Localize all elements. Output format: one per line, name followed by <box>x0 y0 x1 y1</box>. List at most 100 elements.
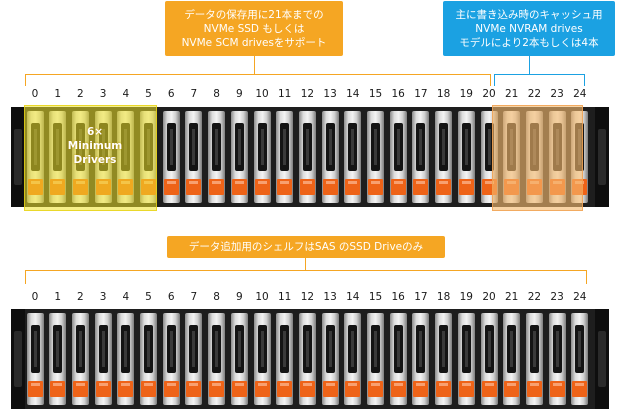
drive-bay[interactable] <box>457 111 475 203</box>
drive-bay[interactable] <box>162 313 180 405</box>
drive-bay[interactable] <box>276 111 294 203</box>
drive-release-latch[interactable] <box>141 381 156 397</box>
drive-bay[interactable] <box>208 313 226 405</box>
drive-bay[interactable] <box>321 313 339 405</box>
drive-release-latch[interactable] <box>345 381 361 397</box>
drive-bay[interactable] <box>389 313 407 405</box>
drive-bay[interactable] <box>367 111 384 203</box>
minimum-label-line: 6× <box>86 126 104 138</box>
drive-release-latch[interactable] <box>118 381 134 397</box>
slot-number: 7 <box>190 291 198 303</box>
drive-bay[interactable] <box>548 313 566 405</box>
drive-handle-slot <box>144 325 153 373</box>
drive-bay[interactable] <box>321 111 339 203</box>
drive-bay[interactable] <box>162 111 180 203</box>
drive-release-latch[interactable] <box>254 179 270 195</box>
drive-bay[interactable] <box>185 313 203 405</box>
drive-bay[interactable] <box>71 313 89 405</box>
drive-release-latch[interactable] <box>549 381 565 397</box>
drive-release-latch[interactable] <box>413 179 429 195</box>
slot-number: 1 <box>54 291 62 303</box>
bracket-tick <box>490 74 491 86</box>
drive-release-latch[interactable] <box>231 381 247 397</box>
drive-release-latch[interactable] <box>299 381 315 397</box>
drive-bay[interactable] <box>571 313 589 405</box>
drive-bay[interactable] <box>344 111 362 203</box>
drive-release-latch[interactable] <box>368 179 383 195</box>
drive-bay[interactable] <box>412 313 430 405</box>
drive-release-latch[interactable] <box>163 381 179 397</box>
drive-bay[interactable] <box>412 111 430 203</box>
drive-bay[interactable] <box>230 313 248 405</box>
drive-release-latch[interactable] <box>254 381 270 397</box>
drive-bay[interactable] <box>140 313 157 405</box>
drive-handle-slot <box>53 325 63 373</box>
slot-number: 12 <box>300 88 315 100</box>
drive-bay[interactable] <box>230 111 248 203</box>
drive-bay[interactable] <box>117 313 135 405</box>
drive-release-latch[interactable] <box>458 179 474 195</box>
drive-release-latch[interactable] <box>186 179 202 195</box>
drive-release-latch[interactable] <box>481 381 497 397</box>
drive-bay[interactable] <box>49 313 67 405</box>
drive-release-latch[interactable] <box>72 381 88 397</box>
drive-bay[interactable] <box>344 313 362 405</box>
drive-release-latch[interactable] <box>458 381 474 397</box>
drive-handle-slot <box>484 123 494 171</box>
drive-release-latch[interactable] <box>231 179 247 195</box>
drive-bay[interactable] <box>525 313 543 405</box>
slot-number: 6 <box>167 291 175 303</box>
drive-bay[interactable] <box>208 111 226 203</box>
drive-release-latch[interactable] <box>209 381 225 397</box>
drive-handle-slot <box>439 123 449 171</box>
drive-handle-slot <box>98 325 108 373</box>
drive-release-latch[interactable] <box>95 381 111 397</box>
drive-release-latch[interactable] <box>277 179 293 195</box>
bracket-tick <box>494 74 495 86</box>
slot-number: 23 <box>550 291 564 303</box>
drive-release-latch[interactable] <box>526 381 542 397</box>
drive-release-latch[interactable] <box>163 179 179 195</box>
drive-release-latch[interactable] <box>436 179 452 195</box>
drive-release-latch[interactable] <box>572 381 588 397</box>
callout-line: データ追加用のシェルフはSAS のSSD Driveのみ <box>188 241 424 253</box>
drive-release-latch[interactable] <box>27 381 43 397</box>
drive-bay[interactable] <box>253 313 271 405</box>
drive-bay[interactable] <box>367 313 384 405</box>
drive-release-latch[interactable] <box>50 381 66 397</box>
drive-bay[interactable] <box>457 313 475 405</box>
slot-number: 8 <box>213 88 220 100</box>
slot-number: 6 <box>167 88 175 100</box>
drive-handle-slot <box>189 325 199 373</box>
drive-release-latch[interactable] <box>209 179 225 195</box>
drive-release-latch[interactable] <box>436 381 452 397</box>
drive-bay[interactable] <box>298 313 316 405</box>
drive-handle-slot <box>189 123 199 171</box>
drive-bay[interactable] <box>94 313 112 405</box>
drive-release-latch[interactable] <box>322 381 338 397</box>
drive-release-latch[interactable] <box>390 381 406 397</box>
drive-bay[interactable] <box>503 313 521 405</box>
drive-release-latch[interactable] <box>413 381 429 397</box>
drive-release-latch[interactable] <box>345 179 361 195</box>
drive-release-latch[interactable] <box>299 179 315 195</box>
drive-bay[interactable] <box>26 313 44 405</box>
drive-release-latch[interactable] <box>504 381 520 397</box>
drive-bay[interactable] <box>185 111 203 203</box>
drive-release-latch[interactable] <box>277 381 293 397</box>
drive-bay[interactable] <box>480 313 498 405</box>
drive-release-latch[interactable] <box>390 179 406 195</box>
bracket-connector <box>529 56 530 74</box>
slot-number: 13 <box>323 291 337 303</box>
drive-bay[interactable] <box>276 313 294 405</box>
drive-release-latch[interactable] <box>322 179 338 195</box>
drive-release-latch[interactable] <box>186 381 202 397</box>
drive-bay[interactable] <box>389 111 407 203</box>
callout-line: 主に書き込み時のキャッシュ用 <box>455 8 603 21</box>
drive-bay[interactable] <box>253 111 271 203</box>
drive-handle-slot <box>348 123 358 171</box>
drive-bay[interactable] <box>435 313 453 405</box>
drive-release-latch[interactable] <box>368 381 383 397</box>
drive-bay[interactable] <box>435 111 453 203</box>
drive-bay[interactable] <box>298 111 316 203</box>
